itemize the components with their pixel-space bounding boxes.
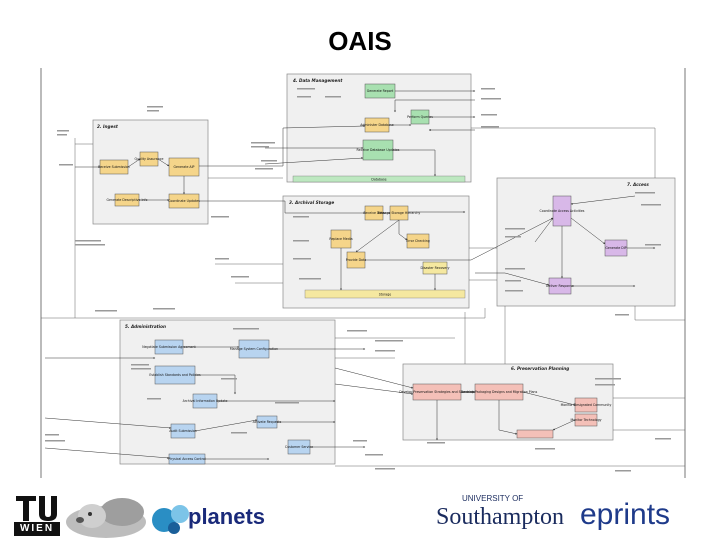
logo-strip: WIEN planets UNIVERSITY OF Southampton e… [0,486,720,540]
oais-functional-diagram: 4. Data Management 2. Ingest 7. Access 3… [40,68,686,478]
box-database [292,175,466,183]
box-label: Generate DIP [605,246,626,250]
function-title: 2. Ingest [97,124,119,129]
function-title: 3. Archival Storage [289,200,334,205]
box-label: Negotiate Submission Agreement [142,345,196,349]
function-title: 4. Data Management [293,78,343,83]
box-label: Receive Submission [98,165,130,169]
box-label: Manage System Configuration [230,347,278,351]
box-label: Develop Preservation Strategies and Stan… [399,390,475,394]
box-label: Coordinate Access Activities [540,209,585,213]
southampton-logo: UNIVERSITY OF Southampton [436,494,564,534]
tu-wien-text: WIEN [14,522,60,536]
southampton-small-text: UNIVERSITY OF [462,494,524,503]
box-label: Archival Information Update [183,399,228,403]
box-label: Activate Requests [253,420,282,424]
box-label: Database [371,178,386,182]
box-label: Develop Packaging Designs and Migration … [461,390,538,394]
box-label: Generate AIP [174,165,195,169]
box-label: Coordinate Updates [168,199,200,203]
box-label: Manage Storage Hierarchy [378,211,421,215]
tu-wien-logo: WIEN [14,494,60,536]
box-label: Monitor Technology [571,418,602,422]
flow-lines [44,90,656,460]
box-label: Generate Report [367,89,394,93]
planets-logo: planets [150,494,265,538]
box-label: Establish Standards and Policies [149,373,201,377]
southampton-text: Southampton [436,504,565,530]
box-label: Provide Data [346,258,366,262]
box-label: Deliver Response [546,284,574,288]
box-label: Monitor Designated Community [561,403,612,407]
box-error-checking [406,233,430,249]
box-label: Administer Database [360,123,393,127]
box-storage [304,289,466,299]
box-label: Receive Data [363,211,384,215]
box-label: Audit Submission [169,429,197,433]
page-title: OAIS [328,26,392,56]
mascot-image [62,490,154,538]
planets-text: planets [188,504,266,529]
function-title: 7. Access [627,182,649,187]
function-title: 5. Administration [125,324,166,329]
box-label: Replace Media [329,237,352,241]
box-label: Perform Queries [407,115,433,119]
box-label: Generate Descriptive Info [107,198,148,202]
function-title: 6. Preservation Planning [511,366,569,371]
box-label: Customer Service [285,445,313,449]
function-access [496,177,676,307]
eprints-text: eprints [580,498,671,531]
hedgehog-icon [66,498,146,538]
annotation-marks [45,88,671,472]
connector-lines [41,127,685,467]
planets-icon [152,505,189,534]
box-monitor-community-extra [516,429,554,439]
eprints-logo: eprints [580,494,700,536]
box-label: Quality Assurance [135,157,164,161]
box-label: Receive Database Updates [357,148,400,152]
tu-mark-icon [16,496,57,521]
box-label: Disaster Recovery [421,266,450,270]
box-label: Storage [379,293,392,297]
box-label: Physical Access Control [168,457,206,461]
box-label: Error Checking [406,239,430,243]
